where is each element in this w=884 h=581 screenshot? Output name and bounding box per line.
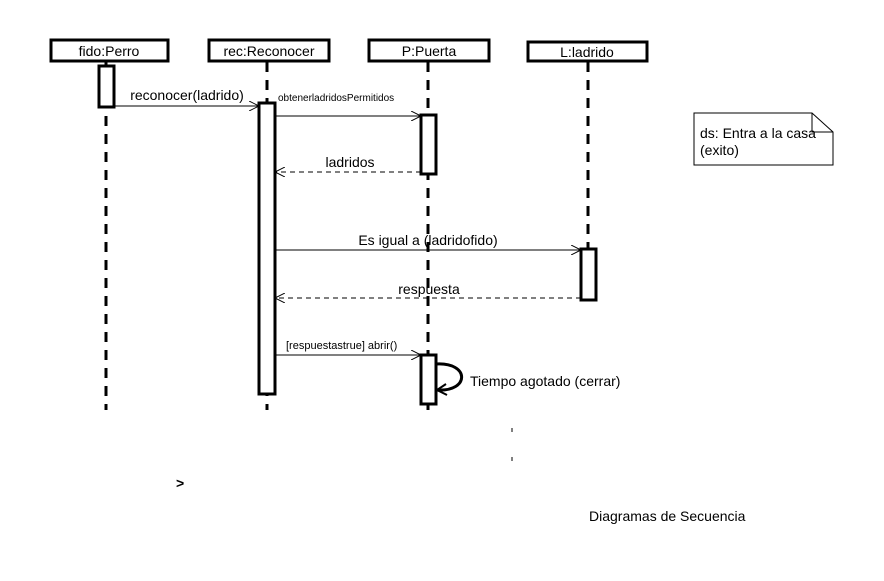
note-box: ds: Entra a la casa (exito)	[693, 112, 834, 166]
activation-puerta-1	[419, 113, 438, 176]
message-abrir-label: [respuestastrue] abrir()	[286, 340, 397, 352]
lifeline-header-puerta: P:Puerta	[367, 38, 491, 63]
message-obtener-label: obtenerladridosPermitidos	[278, 93, 394, 104]
lifeline-puerta-label: P:Puerta	[402, 43, 457, 59]
activation-reconocer	[257, 101, 277, 396]
activation-ladrido	[579, 247, 598, 302]
message-respuesta-label: respuesta	[398, 281, 460, 297]
note-line-2: (exito)	[700, 142, 739, 158]
diagram-caption: Diagramas de Secuencia	[589, 508, 746, 524]
message-esigual-label: Es igual a (ladridofido)	[358, 232, 497, 248]
message-ladridos-label: ladridos	[325, 154, 374, 170]
self-message-tiempo-arrow	[435, 362, 464, 392]
self-message-tiempo-arrowhead	[435, 383, 448, 396]
lifeline-reconocer-label: rec:Reconocer	[223, 43, 314, 59]
lifeline-ladrido-label: L:ladrido	[560, 44, 614, 60]
message-reconocer-label: reconocer(ladrido)	[130, 87, 244, 103]
lifeline-header-ladrido: L:ladrido	[526, 40, 649, 63]
activation-puerta-2	[419, 353, 438, 406]
lifeline-header-reconocer: rec:Reconocer	[207, 38, 331, 63]
lifeline-perro-label: fido:Perro	[79, 43, 140, 59]
note-line-1: ds: Entra a la casa	[700, 125, 816, 141]
activation-perro	[97, 64, 116, 109]
stray-mark: >	[176, 475, 184, 491]
lifeline-header-perro: fido:Perro	[49, 38, 170, 63]
self-message-tiempo-label: Tiempo agotado (cerrar)	[470, 373, 620, 389]
